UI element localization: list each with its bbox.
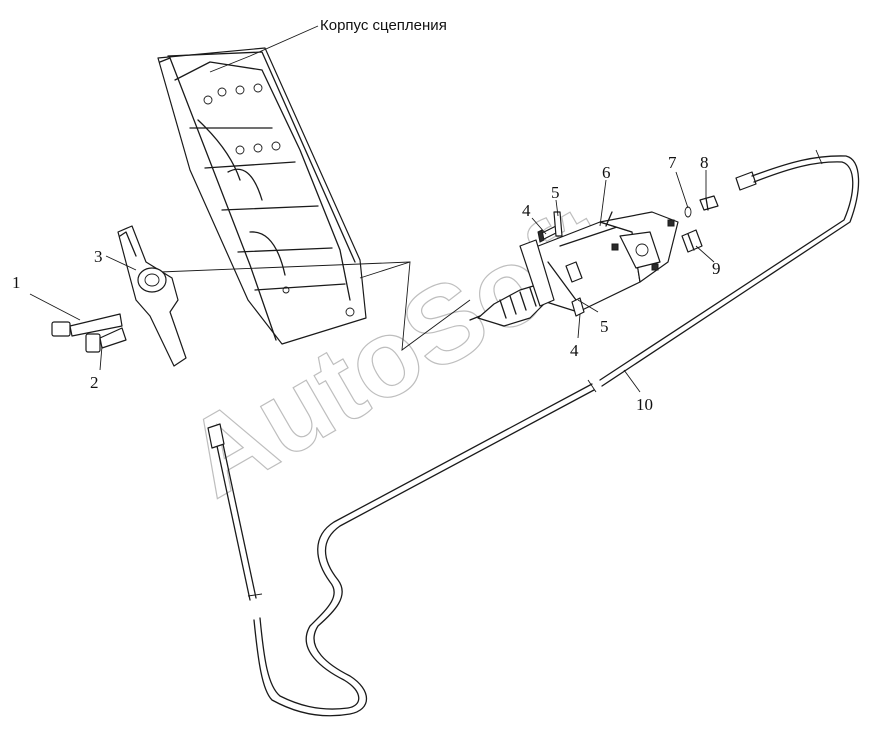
bolt-2 bbox=[85, 327, 127, 353]
bolt-1 bbox=[51, 313, 123, 337]
shaft-axis-left bbox=[159, 261, 411, 273]
pipe-10 bbox=[207, 149, 860, 717]
callout-4a: 4 bbox=[522, 201, 531, 220]
callout-8: 8 bbox=[700, 153, 709, 172]
callout-6: 6 bbox=[602, 163, 611, 182]
callout-1: 1 bbox=[12, 273, 21, 292]
bolt-4-lower bbox=[571, 297, 585, 317]
title-leader bbox=[209, 25, 319, 73]
shaft-axis-zigzag bbox=[359, 261, 471, 351]
callout-4b: 4 bbox=[570, 341, 579, 360]
release-fork bbox=[117, 225, 187, 367]
bolt-5-upper bbox=[553, 211, 563, 237]
clutch-booster bbox=[469, 211, 679, 327]
callout-2: 2 bbox=[90, 373, 99, 392]
housing-title: Корпус сцепления bbox=[320, 17, 447, 34]
o-ring-7 bbox=[684, 206, 692, 218]
leader-lines bbox=[29, 170, 715, 393]
fitting-8 bbox=[699, 195, 719, 211]
clutch-housing bbox=[157, 47, 367, 345]
callout-7: 7 bbox=[668, 153, 677, 172]
callout-9: 9 bbox=[712, 259, 721, 278]
callout-5b: 5 bbox=[600, 317, 609, 336]
callout-5a: 5 bbox=[551, 183, 560, 202]
callout-10: 10 bbox=[636, 395, 653, 414]
bolt-5-lower bbox=[565, 261, 583, 283]
callout-3: 3 bbox=[94, 247, 103, 266]
